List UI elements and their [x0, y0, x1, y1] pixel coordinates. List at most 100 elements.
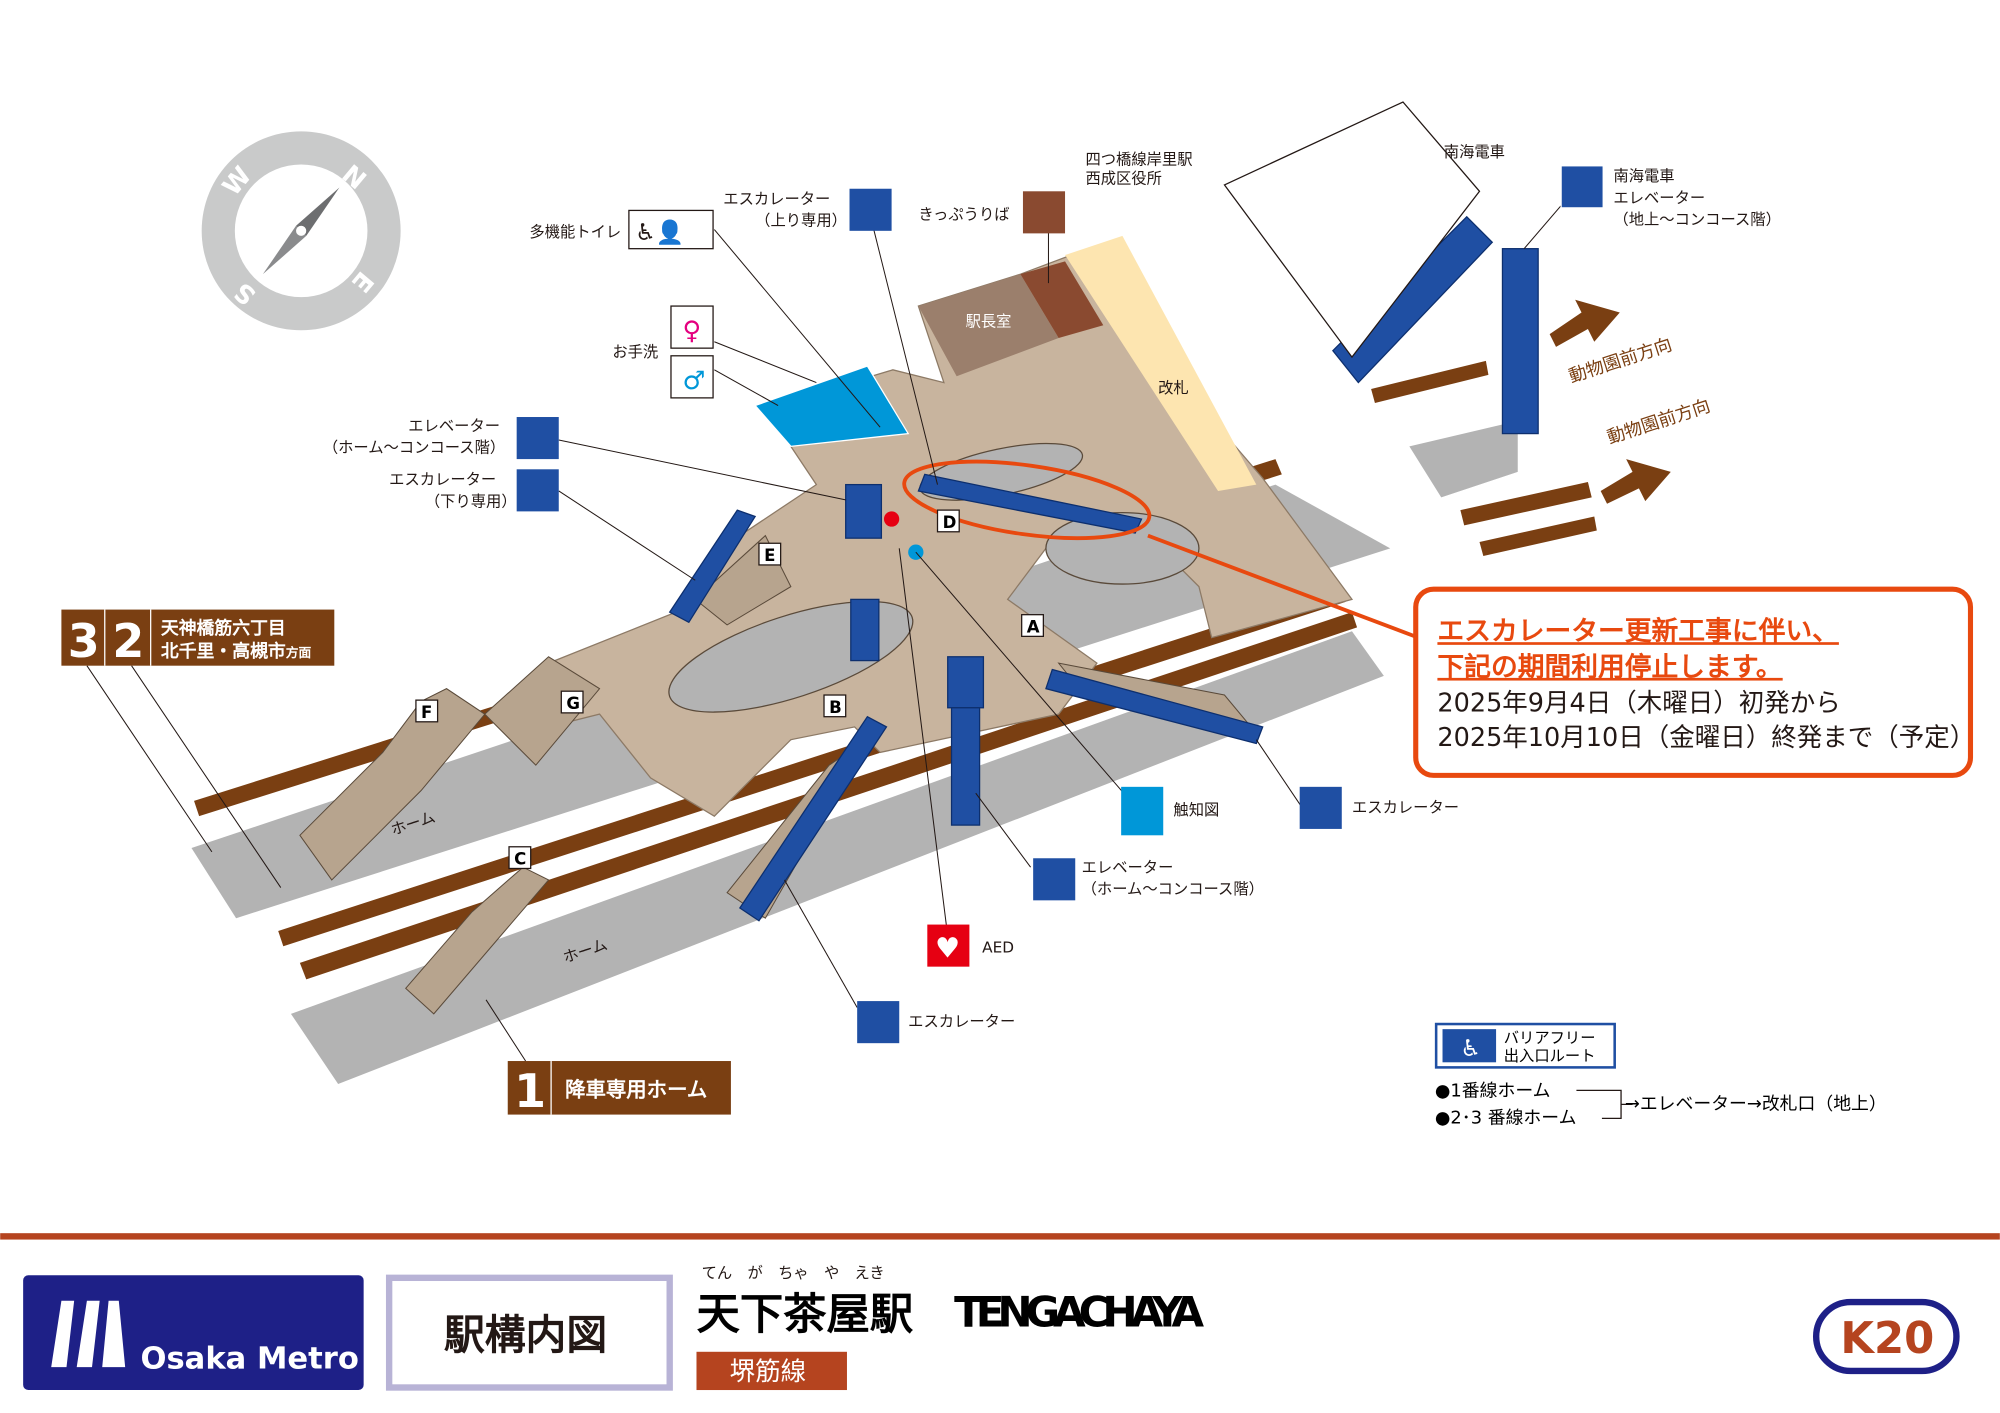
platform_1-label: 降車専用ホーム: [565, 1078, 707, 1102]
label-esc-b: エスカレーター: [908, 1013, 1015, 1031]
highlight-ellipse: [902, 459, 1152, 541]
escalator-icon: [857, 1001, 900, 1044]
aed-location-dot: [883, 511, 900, 527]
escalator-e: [668, 509, 757, 624]
compass: N E S W: [201, 131, 401, 331]
platform_32-line2a: 北千里・高槻市: [161, 640, 286, 662]
label-elev-b-1: エレベーター: [1082, 858, 1174, 876]
stairs-escalators: [299, 101, 1671, 1015]
map-title: 駅構内図: [444, 1311, 607, 1359]
stair-f: [299, 688, 486, 881]
tactile-map-icon: [1121, 786, 1164, 836]
label-esc-down-1: エスカレーター: [389, 471, 496, 489]
notice-title2: 下記の期間利用停止します。: [1437, 651, 1782, 683]
platform-32-sign: 3 2 天神橋筋六丁目 北千里・高槻市方面: [61, 609, 335, 668]
exit-f: F: [421, 703, 432, 722]
barrier_free-route: →エレベーター→改札口（地上）: [1625, 1093, 1887, 1114]
exit-g: G: [566, 694, 580, 713]
escalator-icon: [849, 188, 892, 231]
footer-brand: Osaka Metro: [140, 1341, 358, 1376]
exit-b: B: [829, 698, 842, 717]
label-esc-a: エスカレーター: [1352, 798, 1459, 816]
label-nankai-elev-2: エレベーター: [1613, 189, 1705, 207]
label-ward-2: 西成区役所: [1085, 170, 1162, 188]
elevator-concourse: [845, 483, 883, 539]
station-name-jp: 天下茶屋駅: [696, 1290, 913, 1340]
escalator-icon: [1299, 786, 1342, 829]
label-zoo-2: 動物園前方向: [1605, 395, 1713, 448]
stair-c: [405, 866, 550, 1015]
notice-line1: 2025年9月4日（木曜日）初発から: [1437, 689, 1840, 719]
male-toilet-icon: [670, 355, 714, 399]
multi-toilet-icon: [628, 209, 714, 250]
label-nankai-elev-1: 南海電車: [1613, 167, 1674, 185]
aed-icon: [927, 924, 970, 967]
arrow-zoo-2: [1600, 459, 1671, 504]
svg-text:♿👤: ♿👤: [635, 219, 684, 246]
elevator-icon: [1560, 165, 1604, 209]
label-multi-toilet: 多機能トイレ: [529, 223, 621, 241]
footer-rule: [0, 1233, 2000, 1240]
barrier_free-row1: ●1番線ホーム: [1435, 1081, 1551, 1102]
platform_32-num_a: 3: [68, 614, 100, 668]
svg-text:♿: ♿: [1460, 1036, 1481, 1062]
barrier-free-legend: ♿ バリアフリー 出入口ルート ●1番線ホーム ●2･3 番線ホーム →エレベー…: [1435, 1022, 1887, 1129]
label-station-master: 駅長室: [966, 312, 1012, 330]
station-ruby: てん が ちゃ や えき: [702, 1264, 885, 1282]
exit-d: D: [943, 513, 957, 532]
label-elev-2: （ホーム〜コンコース階）: [323, 439, 505, 457]
label-ward-1: 四つ橋線岸里駅: [1085, 151, 1192, 169]
platform_32-line2b: 方面: [286, 645, 312, 661]
osaka-metro-logo: Osaka Metro: [23, 1275, 364, 1391]
female-toilet-icon: [670, 305, 714, 349]
platform_32-line1: 天神橋筋六丁目: [161, 617, 286, 639]
notice-box: エスカレーター更新工事に伴い、 下記の期間利用停止します。 2025年9月4日（…: [1413, 586, 1975, 778]
exit-e: E: [764, 546, 775, 565]
notice-line2: 2025年10月10日（金曜日）終発まで（予定）: [1437, 723, 1975, 753]
platform_1-num: 1: [514, 1064, 546, 1118]
label-nankai: 南海電車: [1444, 143, 1505, 161]
exit-c: C: [514, 850, 526, 869]
line-badge: [696, 1351, 847, 1391]
label-toilet: お手洗: [612, 343, 658, 361]
label-tickets: きっぷうりば: [918, 205, 1009, 223]
leader-lines: [86, 203, 1563, 1062]
escalator-icon: [516, 469, 559, 512]
platform_32-num_b: 2: [112, 614, 144, 668]
label-tactile: 触知図: [1173, 801, 1219, 819]
map-title-box: [385, 1274, 673, 1391]
notice-pointer: [1147, 533, 1419, 640]
ticket-icon: [1022, 191, 1066, 234]
elevator-b-shaft: [950, 707, 981, 826]
arrow-zoo-1: [1549, 299, 1620, 347]
barrier_free-title1: バリアフリー: [1504, 1029, 1596, 1047]
label-nankai-elev-3: （地上〜コンコース階）: [1613, 210, 1781, 228]
label-esc-up: エスカレーター: [723, 190, 830, 208]
escalator-b: [738, 715, 888, 922]
stair-g: [484, 656, 601, 766]
elevator-nankai: [1501, 248, 1539, 435]
label-elev-1: エレベーター: [408, 417, 500, 435]
label-aed: AED: [982, 939, 1014, 957]
station-name-en: TENGACHAYA: [954, 1287, 1204, 1336]
svg-text:♂: ♂: [682, 366, 705, 396]
label-esc-up-2: （上り専用）: [755, 212, 847, 230]
notice-title1: エスカレーター更新工事に伴い、: [1437, 615, 1838, 647]
line-name: 堺筋線: [730, 1357, 807, 1387]
platform-1-sign: 1 降車専用ホーム: [507, 1061, 731, 1118]
elevator-shaft: [850, 598, 880, 662]
escalator-d: [917, 473, 1143, 534]
barrier_free-title2: 出入口ルート: [1504, 1047, 1596, 1065]
elevator-icon: [1033, 858, 1076, 901]
exit-a: A: [1027, 618, 1040, 637]
label-zoo-1: 動物園前方向: [1566, 334, 1674, 387]
svg-text:♀: ♀: [682, 316, 701, 346]
label-esc-down-2: （下り専用）: [425, 492, 517, 510]
station-code-badge: [1812, 1298, 1960, 1375]
elevator-b: [947, 656, 985, 709]
label-elev-b-2: （ホーム〜コンコース階）: [1082, 880, 1264, 898]
elevator-icon: [516, 417, 559, 460]
svg-text:♥: ♥: [935, 932, 960, 965]
barrier_free-row2: ●2･3 番線ホーム: [1435, 1108, 1577, 1129]
